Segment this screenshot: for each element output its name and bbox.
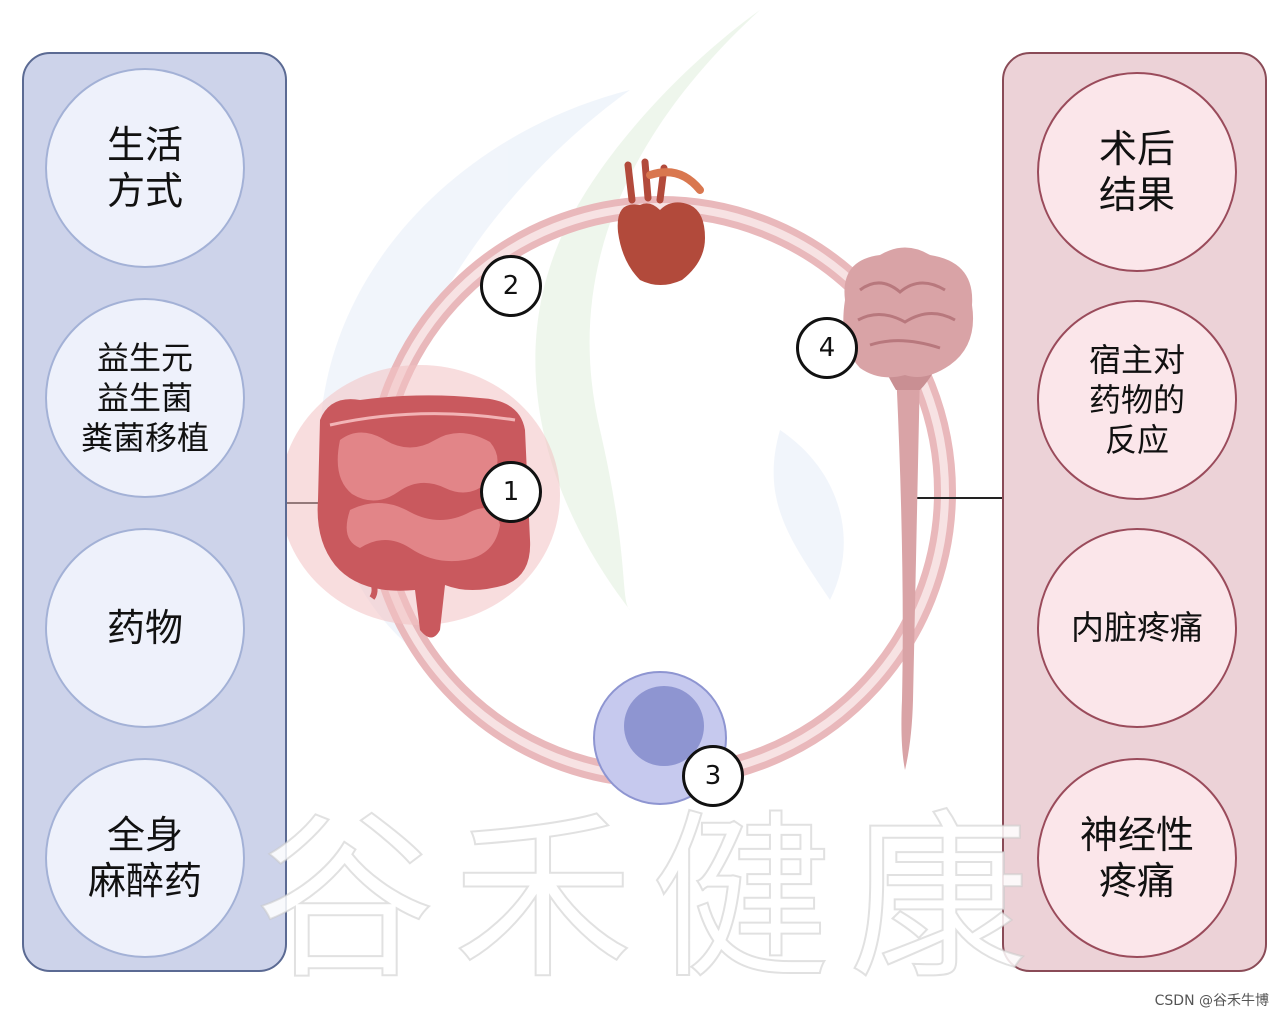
marker-3: 3 — [682, 745, 744, 807]
neuropathic-pain-circle: 神经性 疼痛 — [1037, 758, 1237, 958]
lifestyle-circle: 生活 方式 — [45, 68, 245, 268]
heart-icon — [617, 158, 705, 285]
brain-spinal-cord-icon — [843, 247, 974, 770]
marker-2: 2 — [480, 255, 542, 317]
probiotics-circle: 益生元 益生菌 粪菌移植 — [45, 298, 245, 498]
postoperative-outcome-circle: 术后 结果 — [1037, 72, 1237, 272]
drug-circle: 药物 — [45, 528, 245, 728]
source-credit: CSDN @谷禾牛博 — [1154, 993, 1269, 1009]
visceral-pain-circle: 内脏疼痛 — [1037, 528, 1237, 728]
intestine-icon — [280, 365, 560, 638]
drug-response-circle: 宿主对 药物的 反应 — [1037, 300, 1237, 500]
brand-watermark: 谷禾健康 — [255, 800, 1045, 1000]
marker-1: 1 — [480, 461, 542, 523]
anesthetic-circle: 全身 麻醉药 — [45, 758, 245, 958]
marker-4: 4 — [796, 317, 858, 379]
